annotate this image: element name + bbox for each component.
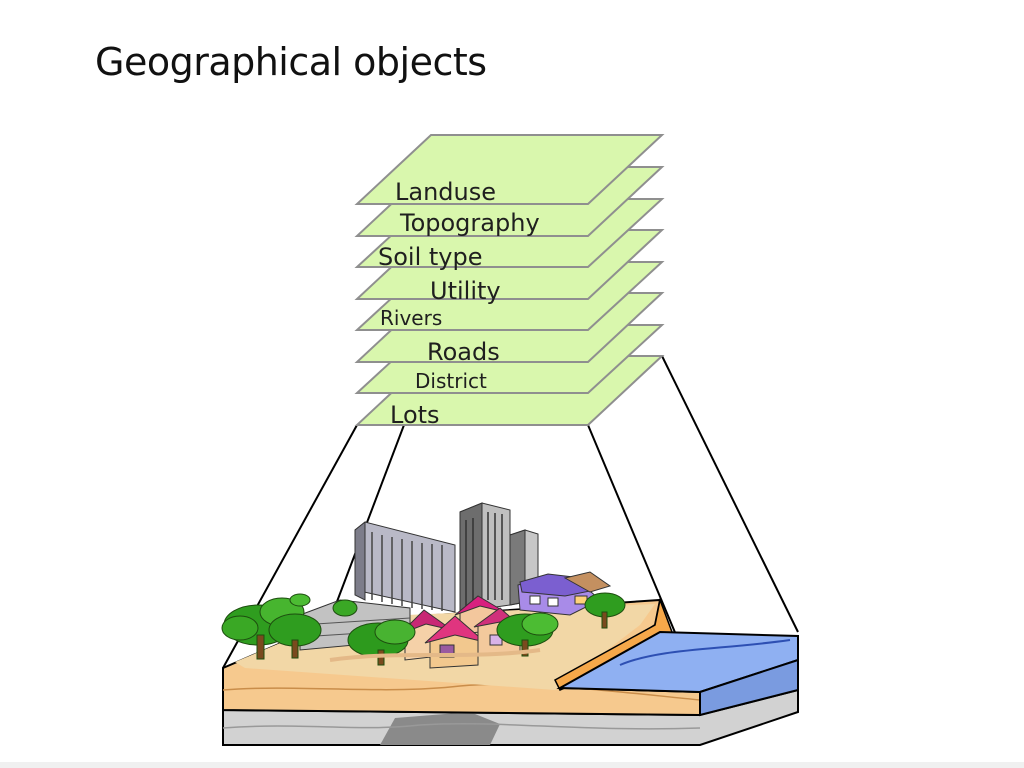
purple-house <box>517 571 612 616</box>
layer-label-roads: Roads <box>427 338 500 366</box>
layer-label-utility: Utility <box>430 277 501 305</box>
trees <box>221 592 626 666</box>
layer-landuse: Landuse <box>354 134 665 206</box>
layer-label-district: District <box>415 369 487 393</box>
layer-label-topography: Topography <box>399 209 540 237</box>
landscape-illustration <box>221 502 799 746</box>
layer-label-landuse: Landuse <box>395 178 496 206</box>
layer-stack: Lots District Roads Rivers Utility Soil … <box>354 134 665 429</box>
slide-title: Geographical objects <box>95 40 487 84</box>
slide-bottom-bar <box>0 762 1024 768</box>
layer-label-soil-type: Soil type <box>378 243 483 271</box>
layer-label-lots: Lots <box>390 401 440 429</box>
buildings <box>299 502 539 651</box>
layer-label-rivers: Rivers <box>380 306 442 330</box>
